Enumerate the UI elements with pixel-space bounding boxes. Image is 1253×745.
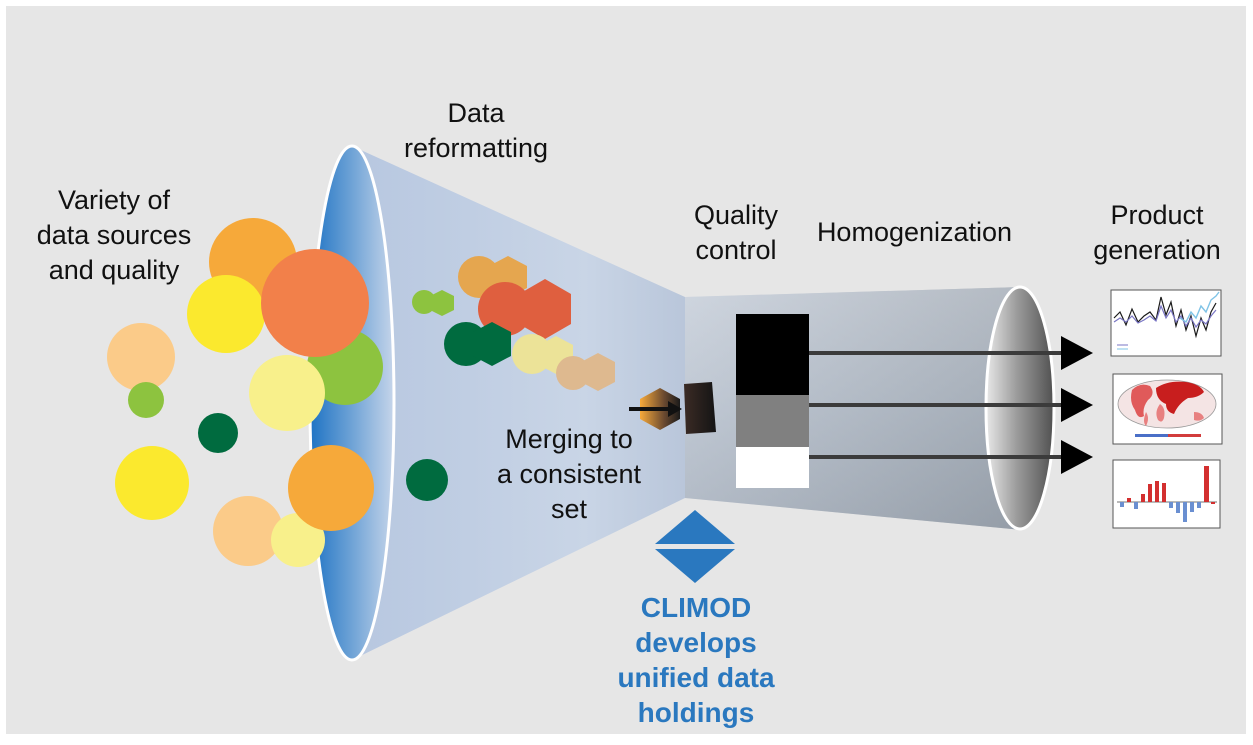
- output-arrow-head: [1061, 388, 1093, 422]
- bar: [1211, 502, 1215, 504]
- bar: [1169, 502, 1173, 508]
- source-circle: [128, 382, 164, 418]
- label-line: set: [550, 494, 588, 524]
- line-chart-series: [1113, 304, 1217, 329]
- source-circle: [198, 413, 238, 453]
- world-map-land: [1131, 384, 1153, 418]
- qc-white-segment: [736, 447, 809, 488]
- pipe-shade: [685, 287, 1022, 530]
- label-climod: CLIMOD develops unified data holdings: [586, 590, 806, 730]
- source-circle: [406, 459, 448, 501]
- label-product-generation: Product generation: [1072, 198, 1242, 268]
- bar-chart-frame: [1112, 459, 1221, 529]
- world-map-colorbar-blue: [1135, 434, 1168, 437]
- merging-shapes: [629, 382, 716, 434]
- funnel-body: [352, 146, 685, 660]
- bar: [1134, 502, 1138, 509]
- world-map-land: [1144, 412, 1148, 426]
- label-line: Homogenization: [816, 217, 1013, 247]
- bar-chart-bars: [1120, 466, 1215, 522]
- world-map-colorbar-red: [1168, 434, 1201, 437]
- world-map-land: [1156, 381, 1204, 414]
- source-circle: [107, 323, 175, 391]
- output-arrow-head: [1061, 440, 1093, 474]
- merge-block: [684, 382, 716, 434]
- pipe-opening: [984, 285, 1056, 531]
- quality-control-bar: [736, 314, 809, 488]
- reformatted-shape: [519, 279, 571, 339]
- bar: [1162, 483, 1166, 502]
- bar: [1176, 502, 1180, 513]
- merge-arrow-head: [668, 401, 682, 417]
- label-line: Quality: [693, 200, 779, 230]
- source-circle: [271, 513, 325, 567]
- qc-gray-segment: [736, 395, 809, 447]
- label-line: Data: [447, 98, 505, 128]
- qc-black-segment: [736, 314, 809, 395]
- bar: [1155, 481, 1159, 502]
- label-line: develops: [635, 627, 757, 658]
- label-line: Variety of: [57, 185, 171, 215]
- reformatted-shapes: [412, 256, 615, 391]
- bar: [1127, 498, 1131, 502]
- label-line: Product: [1110, 200, 1204, 230]
- bar: [1197, 502, 1201, 508]
- bar: [1204, 466, 1209, 502]
- source-circle: [261, 249, 369, 357]
- up-triangle-icon: [655, 510, 735, 544]
- product-bar-chart: [1112, 459, 1221, 529]
- label-quality-control: Quality control: [666, 198, 806, 268]
- label-line: a consistent: [496, 459, 642, 489]
- label-merging: Merging to a consistent set: [474, 422, 664, 527]
- product-line-chart: [1110, 289, 1222, 357]
- source-circle: [115, 446, 189, 520]
- source-circle: [187, 275, 265, 353]
- label-line: data sources: [36, 220, 192, 250]
- reformatted-shape: [473, 322, 511, 366]
- line-chart-series: [1179, 291, 1220, 324]
- label-line: CLIMOD: [640, 592, 752, 623]
- label-line: and quality: [48, 255, 180, 285]
- world-map-land: [1156, 404, 1165, 422]
- source-circle: [288, 445, 374, 531]
- product-world-map: [1112, 373, 1223, 445]
- label-line: generation: [1093, 235, 1221, 265]
- bar: [1141, 494, 1145, 502]
- label-line: reformatting: [403, 133, 549, 163]
- source-circle: [213, 496, 283, 566]
- label-homogenization: Homogenization: [812, 215, 1017, 250]
- label-line: holdings: [637, 697, 755, 728]
- climod-arrow-icon: [655, 510, 735, 583]
- reformatted-shape: [581, 353, 615, 391]
- label-line: Merging to: [505, 424, 633, 454]
- output-arrow-head: [1061, 336, 1093, 370]
- data-source-circles: [107, 218, 448, 567]
- output-arrows: [809, 336, 1093, 474]
- bar: [1120, 502, 1124, 507]
- label-line: control: [695, 235, 777, 265]
- bar: [1190, 502, 1194, 512]
- bar: [1183, 502, 1187, 522]
- label-data-reformatting: Data reformatting: [376, 96, 576, 166]
- source-circle: [249, 355, 325, 431]
- label-data-sources: Variety of data sources and quality: [14, 183, 214, 288]
- world-map-land: [1194, 412, 1204, 421]
- reformatted-shape: [430, 290, 454, 316]
- down-triangle-icon: [655, 549, 735, 583]
- label-line: unified data: [617, 662, 775, 693]
- bar: [1148, 484, 1152, 502]
